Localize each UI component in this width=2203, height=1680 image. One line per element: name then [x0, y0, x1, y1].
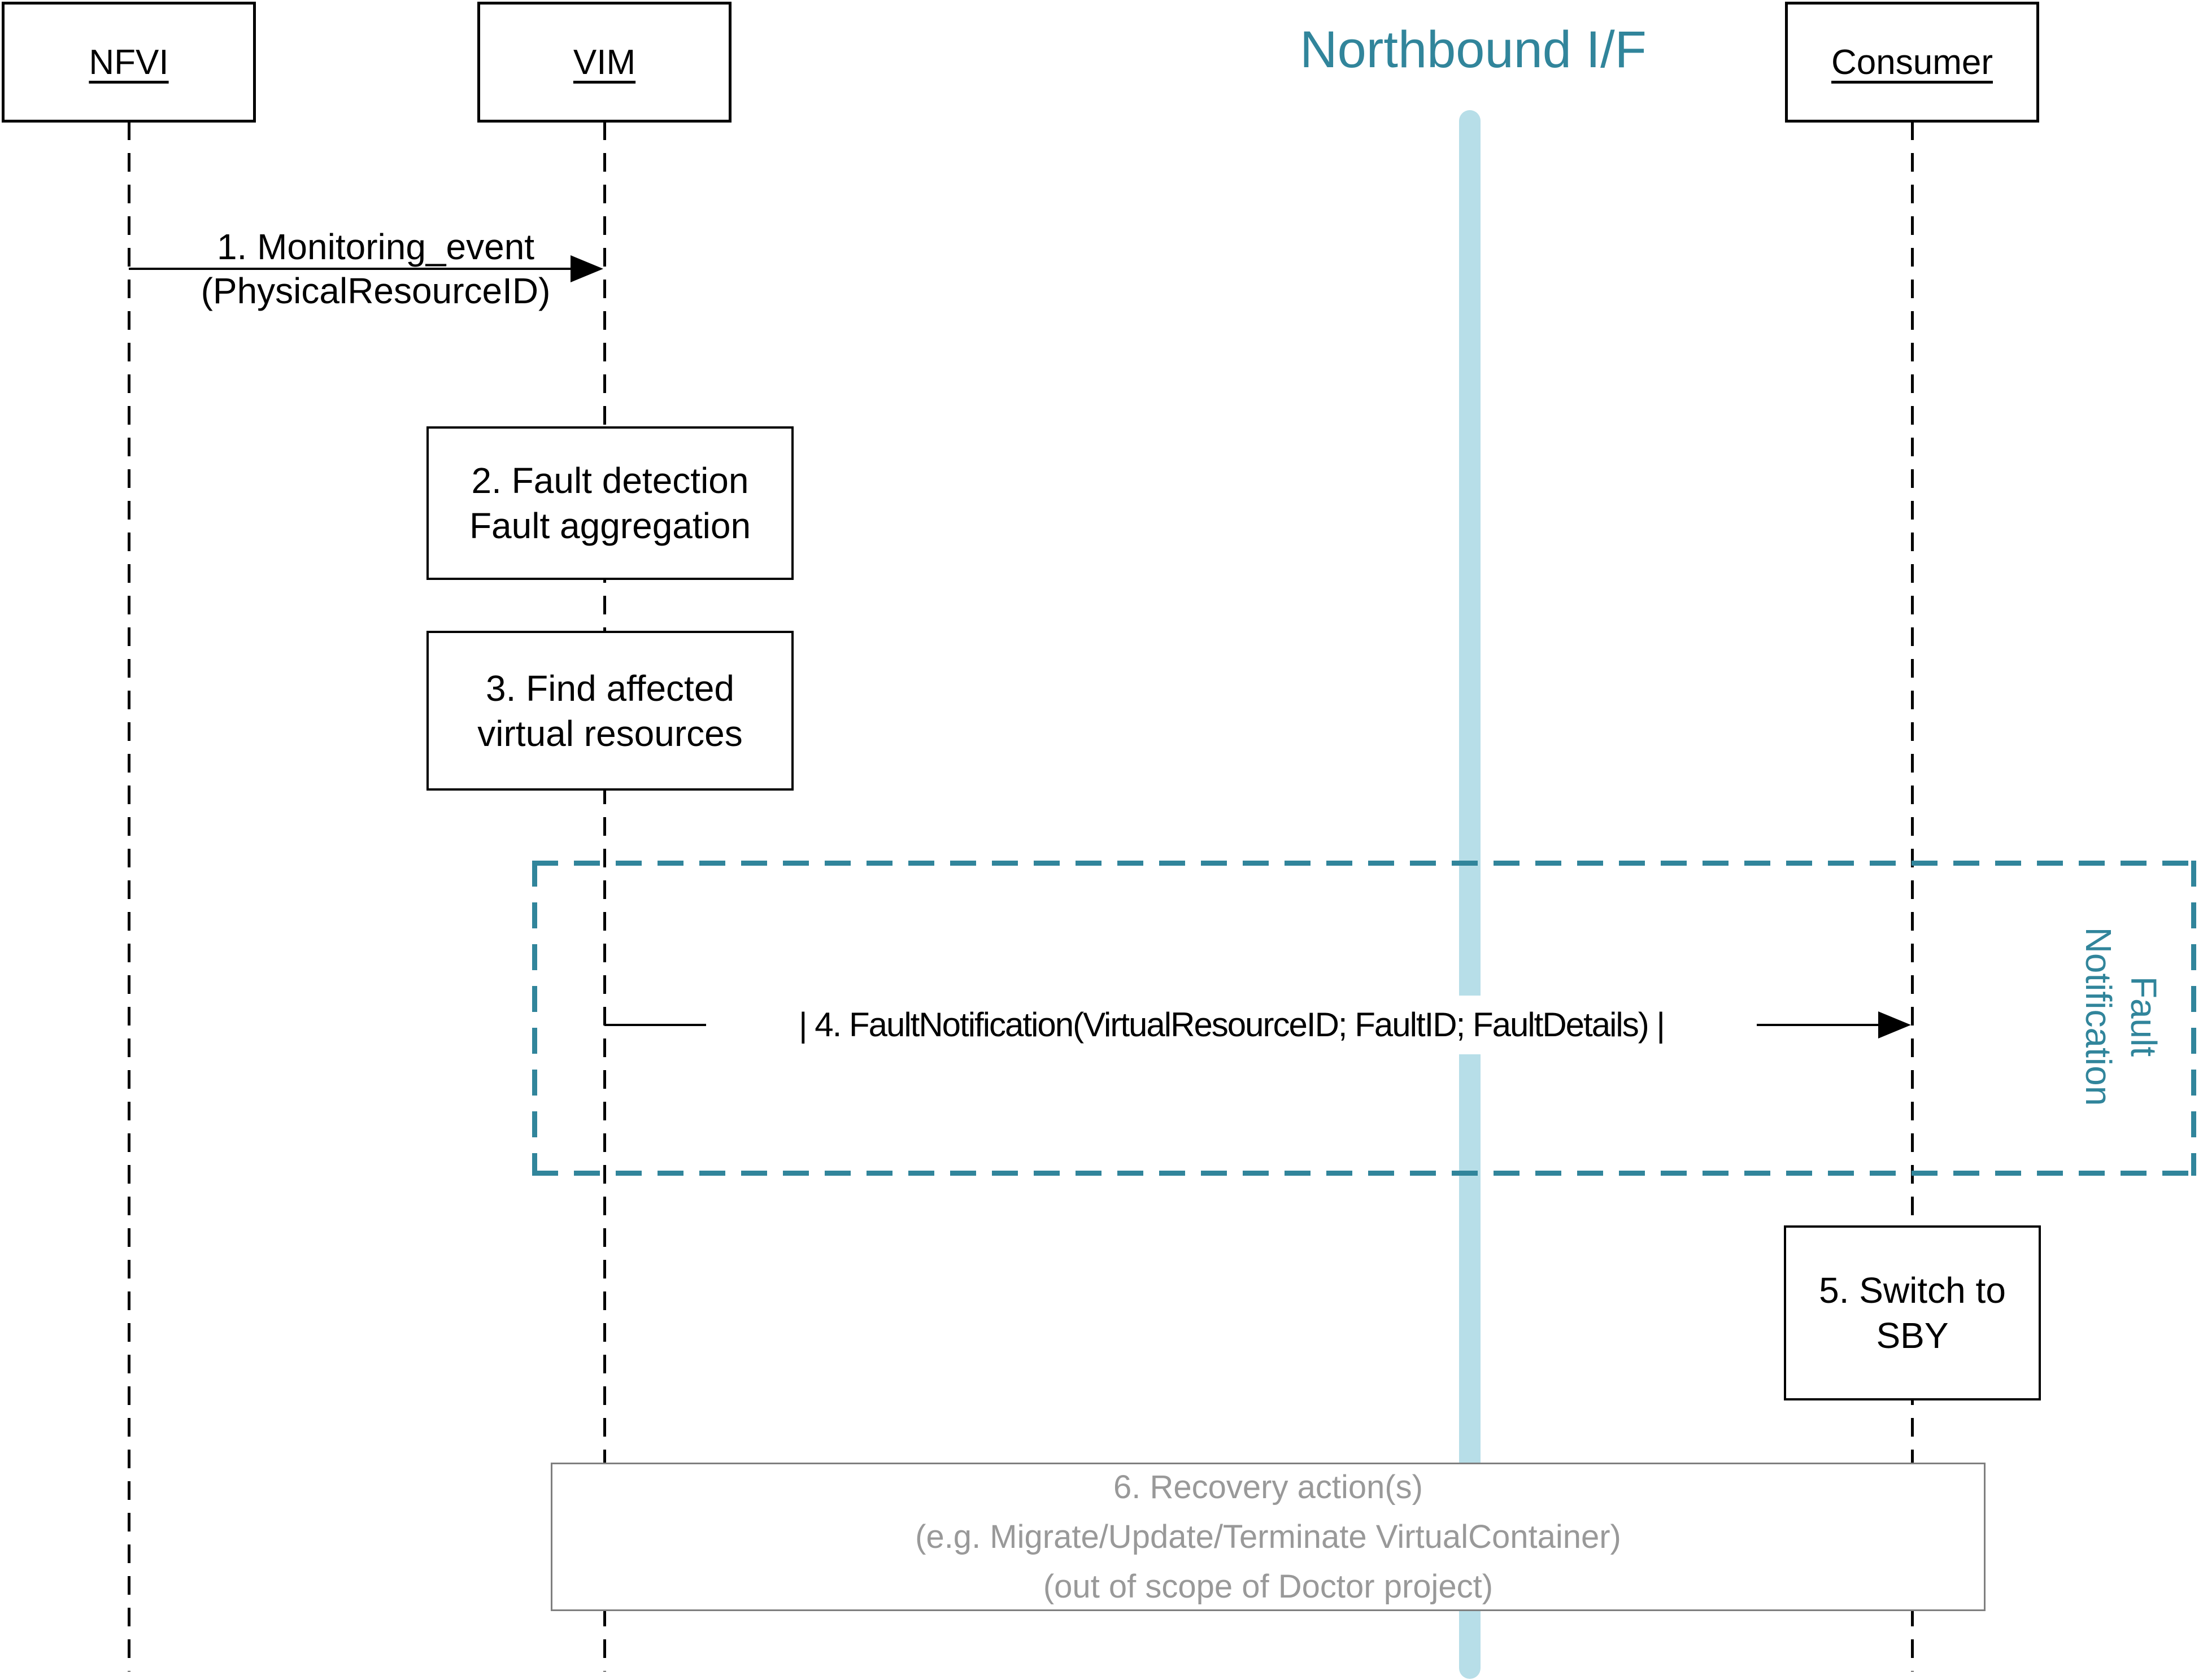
vim-lifeline: [603, 121, 606, 1672]
message-1-label-line2: (PhysicalResourceID): [201, 270, 551, 311]
diagram-title: Northbound I/F: [1300, 21, 1647, 78]
nfvi-lifeline: [128, 121, 130, 1672]
consumer-lifeline: [1911, 121, 1914, 1672]
fault-notification-label-line2: Notification: [2078, 927, 2119, 1106]
activity-6-box: 6. Recovery action(s) (e.g. Migrate/Upda…: [551, 1463, 1986, 1611]
activity-2-line2: Fault aggregation: [469, 505, 751, 546]
actor-consumer-box: Consumer: [1785, 2, 2039, 123]
message-4-line-right: [1757, 1024, 1879, 1026]
activity-5-line1: 5. Switch to: [1819, 1270, 2006, 1311]
message-1-label-line1: 1. Monitoring_event: [216, 226, 535, 267]
actor-vim-box: VIM: [477, 2, 732, 123]
fault-notification-frame-right: [2191, 861, 2196, 1176]
actor-consumer-label: Consumer: [1831, 42, 1993, 82]
message-4-arrowhead: [1878, 1011, 1911, 1038]
activity-2-box: 2. Fault detection Fault aggregation: [426, 426, 794, 580]
message-1-label: 1. Monitoring_event (PhysicalResourceID): [164, 225, 587, 313]
activity-3-line2: virtual resources: [477, 713, 743, 754]
activity-5-line2: SBY: [1876, 1315, 1949, 1356]
activity-3-box: 3. Find affected virtual resources: [426, 631, 794, 791]
fault-notification-frame-left: [532, 861, 537, 1176]
northbound-interface-bar: [1459, 110, 1481, 1679]
actor-nfvi-box: NFVI: [2, 2, 256, 123]
fault-notification-label: Fault Notification: [2076, 870, 2166, 1163]
message-4-label: | 4. FaultNotification(VirtualResourceID…: [706, 996, 1757, 1054]
activity-5-box: 5. Switch to SBY: [1784, 1225, 2041, 1400]
activity-6-line2: (e.g. Migrate/Update/Terminate VirtualCo…: [915, 1518, 1621, 1555]
activity-3-line1: 3. Find affected: [486, 667, 734, 709]
fault-notification-frame-bottom: [532, 1171, 2196, 1176]
actor-vim-label: VIM: [573, 42, 636, 82]
actor-nfvi-label: NFVI: [89, 42, 169, 82]
activity-6-line3: (out of scope of Doctor project): [1043, 1568, 1494, 1605]
message-1-line: [129, 268, 572, 270]
message-4-line-left: [604, 1024, 707, 1026]
fault-notification-frame-top: [532, 861, 2196, 866]
message-1-arrowhead: [571, 255, 603, 282]
fault-notification-label-line1: Fault: [2123, 976, 2164, 1057]
activity-6-line1: 6. Recovery action(s): [1113, 1468, 1423, 1506]
activity-2-line1: 2. Fault detection: [471, 460, 749, 501]
